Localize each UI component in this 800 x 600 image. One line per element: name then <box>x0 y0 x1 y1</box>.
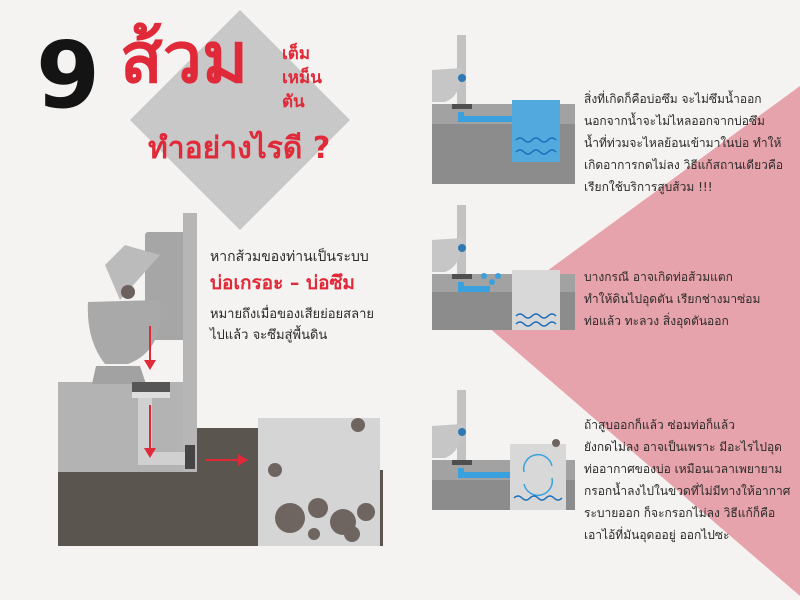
sludge <box>268 463 375 542</box>
septic-tank <box>258 418 380 546</box>
case-text-line: บางกรณี อาจเกิดท่อส้วมแตก <box>584 270 733 284</box>
case-text-line: น้ำที่ท่วมจะไหลย้อนเข้ามาในบ่อ ทำให้ <box>584 136 782 150</box>
toilet <box>87 232 183 384</box>
case-text-line: ท่อแล้ว ทะลวง สิ่งอุดตันออก <box>584 314 729 328</box>
case-2-text: บางกรณี อาจเกิดท่อส้วมแตก ทำให้ดินไปอุดต… <box>584 266 784 332</box>
wall <box>183 213 197 472</box>
intro-desc-line: ไปแล้ว จะซึมสู่พื้นดิน <box>210 328 328 343</box>
title-side-2: เหม็น <box>282 68 322 88</box>
intro-desc-line: หมายถึงเมื่อของเสียย่อยสลาย <box>210 307 374 322</box>
case-1-text: สิ่งที่เกิดก็คือบ่อซึม จะไม่ซึมน้ำออก นอ… <box>584 88 784 198</box>
case-text-line: ถ้าสูบออกก็แล้ว ซ่อมท่อก็แล้ว <box>584 418 736 432</box>
intro-description: หมายถึงเมื่อของเสียย่อยสลาย ไปแล้ว จะซึม… <box>210 304 400 346</box>
title-main: ส้วม <box>120 17 249 99</box>
title-side-3: ตัน <box>282 92 305 112</box>
title-diamond <box>130 10 350 230</box>
case-text-line: สิ่งที่เกิดก็คือบ่อซึม จะไม่ซึมน้ำออก <box>584 92 762 106</box>
intro-system-name: บ่อเกรอะ – บ่อซึม <box>210 272 355 294</box>
case-text-line: เกิดอาการกดไม่ลง วิธีแก้สถานเดียวคือ <box>584 158 784 172</box>
case-text-line: ท่ออากาศของบ่อ เหมือนเวลาเพยายาม <box>584 462 783 476</box>
case-text-line: ทำให้ดินไปอุดตัน เรียกช่างมาซ่อม <box>584 292 761 306</box>
title-question: ทำอย่างไรดี ? <box>148 131 331 166</box>
intro-line: หากส้วมของท่านเป็นระบบ <box>210 249 369 265</box>
main-septic-illustration <box>58 213 383 546</box>
case-1-diagram <box>432 35 575 184</box>
case-3-diagram <box>432 390 575 510</box>
case-text-line: นอกจากน้ำจะไม่ไหลออกจากบ่อซึม <box>584 114 765 128</box>
title-side-1: เต็ม <box>282 44 311 64</box>
case-text-line: เรียกใช้บริการสูบส้วม !!! <box>584 180 713 194</box>
flow-arrows <box>144 326 248 466</box>
case-text-line: ยังกดไม่ลง อาจเป็นเพราะ มีอะไรไปอุด <box>584 440 782 454</box>
title-number: 9 <box>36 22 101 129</box>
case-2-diagram <box>432 205 575 330</box>
case-text-line: ระบายออก ก็จะกรอกไม่ลง วิธีแก้ก็คือ <box>584 506 776 520</box>
case-text-line: กรอกน้ำลงไปในขวดที่ไม่มีทางให้อากาศ <box>584 484 791 498</box>
pink-triangle <box>480 86 800 596</box>
case-3-text: ถ้าสูบออกก็แล้ว ซ่อมท่อก็แล้ว ยังกดไม่ลง… <box>584 414 791 546</box>
case-text-line: เอาไอ้ที่มันอุดออยู่ ออกไปซะ <box>584 528 730 542</box>
